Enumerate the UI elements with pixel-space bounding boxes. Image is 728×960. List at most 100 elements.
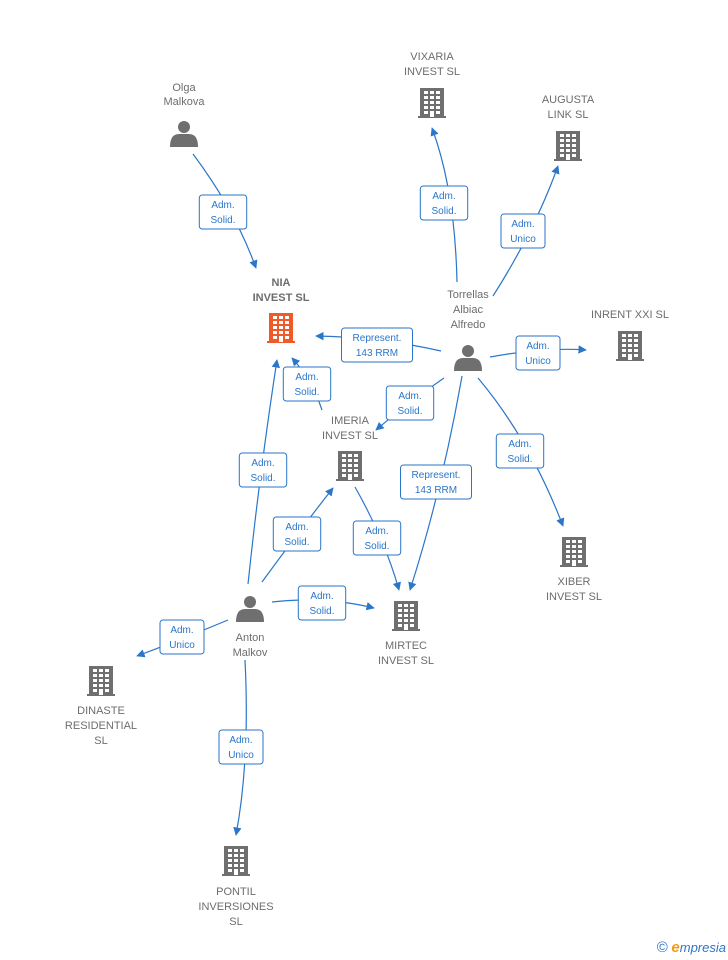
edge-label-box — [218, 729, 264, 765]
edge-label-box — [238, 452, 288, 488]
node-label: INVERSIONES — [198, 901, 273, 913]
edge-label-box — [297, 585, 347, 621]
node-label: NIA — [272, 277, 291, 289]
node-xiber[interactable]: XIBER INVEST SL — [546, 537, 602, 603]
building-icon — [392, 601, 420, 631]
node-augusta[interactable]: AUGUSTA LINK SL — [542, 94, 595, 161]
edge-label-line: Adm. — [285, 522, 308, 533]
footer-brand[interactable]: © empresia — [657, 939, 726, 956]
node-label: Albiac — [453, 304, 483, 316]
edge-label-box — [515, 335, 561, 371]
person-icon — [454, 345, 482, 371]
edge-label-box — [385, 385, 435, 421]
edge-label-torrellas-inrent[interactable]: Adm. Unico — [515, 335, 561, 371]
edge-label-line: Adm. — [511, 219, 534, 230]
node-label: LINK SL — [548, 109, 589, 121]
edge-label-line: Unico — [510, 234, 536, 245]
node-label: XIBER — [557, 576, 590, 588]
edge-label-line: Adm. — [398, 391, 421, 402]
edge-label-torrellas-vixaria[interactable]: Adm. Solid. — [419, 185, 469, 221]
person-icon — [170, 121, 198, 147]
node-imeria[interactable]: IMERIA INVEST SL — [322, 415, 378, 481]
building-icon — [267, 313, 295, 343]
building-icon — [554, 131, 582, 161]
edge-label-box — [500, 213, 546, 249]
node-label: Malkov — [233, 647, 268, 659]
edge-label-box — [419, 185, 469, 221]
edge-label-line: Unico — [169, 640, 195, 651]
edge-label-anton-pontil[interactable]: Adm.Unico — [218, 729, 264, 765]
building-icon — [222, 846, 250, 876]
edge-label-anton-dinaste[interactable]: Adm. Unico — [159, 619, 205, 655]
node-label: INRENT XXI SL — [591, 309, 669, 321]
copyright-icon: © — [656, 939, 668, 956]
edge-label-line: 143 RRM — [415, 485, 457, 496]
edge-label-torrellas-xiber[interactable]: Adm. Solid. — [495, 433, 545, 469]
building-icon — [418, 88, 446, 118]
node-inrent[interactable]: INRENT XXI SL — [591, 309, 669, 361]
edge-label-torrellas-augusta[interactable]: Adm. Unico — [500, 213, 546, 249]
edge-label-line: Unico — [525, 356, 551, 367]
edge-label-line: Adm. — [251, 458, 274, 469]
edge-label-box — [341, 327, 413, 363]
edge-label-line: Solid. — [431, 206, 456, 217]
edge-label-box — [400, 464, 472, 500]
node-vixaria[interactable]: VIXARIA INVEST SL — [404, 51, 460, 118]
edge-label-olga-nia[interactable]: Adm.Solid. — [198, 194, 248, 230]
node-label: Torrellas — [447, 289, 489, 301]
node-label: INVEST SL — [378, 655, 434, 667]
node-label: Olga — [172, 82, 196, 94]
edge-label-torrellas-imeria[interactable]: Adm.Solid. — [385, 385, 435, 421]
edge-label-line: Solid. — [507, 454, 532, 465]
edge-label-imeria-mirtec[interactable]: Adm. Solid. — [352, 520, 402, 556]
node-label: INVEST SL — [404, 66, 460, 78]
edge-labels-layer: Adm.Solid.Adm.Solid.Adm.UnicoRepresent.1… — [159, 185, 561, 765]
edge-label-box — [159, 619, 205, 655]
edge-label-anton-mirtec[interactable]: Adm. Solid. — [297, 585, 347, 621]
edge-label-anton-imeria[interactable]: Adm. Solid. — [272, 516, 322, 552]
edge-label-line: Represent. — [353, 333, 402, 344]
node-label: MIRTEC — [385, 640, 427, 652]
brand-logo[interactable]: empresia — [671, 939, 726, 956]
edge-label-torrellas-nia[interactable]: Represent.143 RRM — [341, 327, 413, 363]
node-label: INVEST SL — [322, 430, 378, 442]
edge-label-box — [198, 194, 248, 230]
edge-label-line: Adm. — [508, 439, 531, 450]
edge-label-box — [272, 516, 322, 552]
edge-label-line: Adm. — [310, 591, 333, 602]
edge-label-imeria-nia[interactable]: Adm.Solid. — [282, 366, 332, 402]
node-label: RESIDENTIAL — [65, 720, 137, 732]
edge-label-line: Adm. — [365, 526, 388, 537]
edge-label-box — [352, 520, 402, 556]
edge-label-line: Represent. — [412, 470, 461, 481]
edge-label-line: Solid. — [309, 606, 334, 617]
edge-label-line: Solid. — [250, 473, 275, 484]
edge-label-line: Solid. — [210, 215, 235, 226]
edge-label-line: Solid. — [364, 541, 389, 552]
edge-label-anton-nia[interactable]: Adm. Solid. — [238, 452, 288, 488]
edge-label-line: Solid. — [294, 387, 319, 398]
edge-label-torrellas-mirtec[interactable]: Represent. 143 RRM — [400, 464, 472, 500]
node-label: AUGUSTA — [542, 94, 595, 106]
edge-label-line: Adm. — [526, 341, 549, 352]
edge-label-line: Adm. — [170, 625, 193, 636]
edge-label-line: Solid. — [284, 537, 309, 548]
node-label: Anton — [236, 632, 265, 644]
person-icon — [236, 596, 264, 622]
node-label: IMERIA — [331, 415, 370, 427]
node-label: VIXARIA — [410, 51, 454, 63]
node-label: SL — [229, 916, 242, 928]
node-mirtec[interactable]: MIRTEC INVEST SL — [378, 601, 434, 667]
building-icon — [616, 331, 644, 361]
node-label: SL — [94, 735, 107, 747]
node-label: INVEST SL — [546, 591, 602, 603]
edge-label-line: Adm. — [432, 191, 455, 202]
